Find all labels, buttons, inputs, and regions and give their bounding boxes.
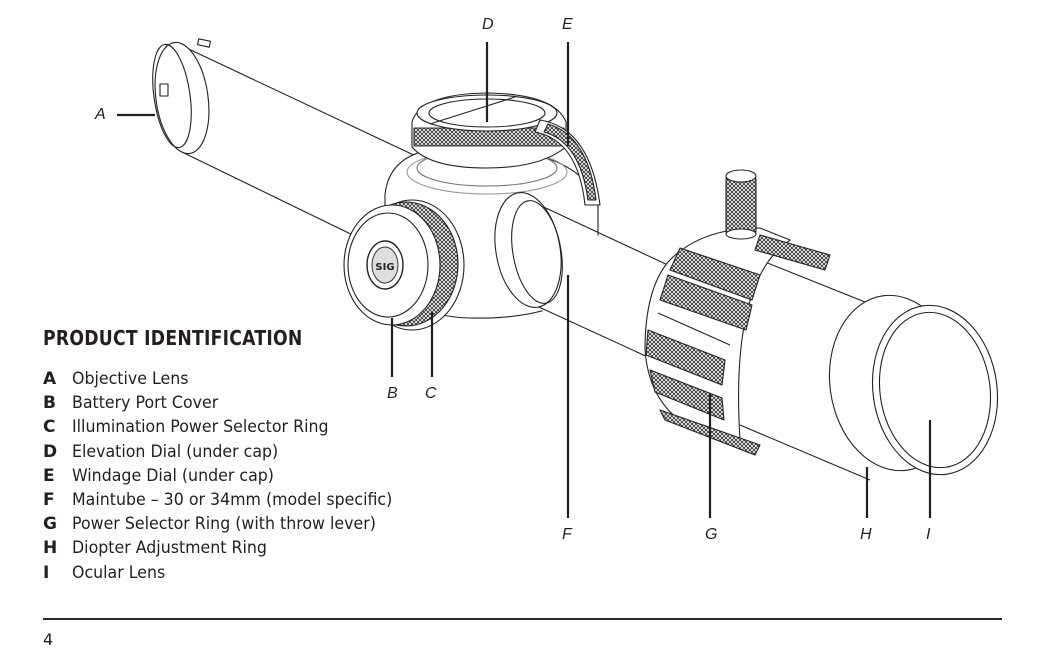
legend-key: D <box>43 441 58 462</box>
callout-e: E <box>562 16 573 33</box>
legend-item: B Battery Port Cover <box>43 391 416 415</box>
callout-h: H <box>860 526 872 543</box>
legend-item: F Maintube – 30 or 34mm (model specific) <box>43 488 416 512</box>
legend-label: Objective Lens <box>72 369 189 390</box>
legend-label: Ocular Lens <box>72 562 166 583</box>
legend-key: F <box>43 490 55 511</box>
footer-divider <box>43 618 1002 620</box>
legend-label: Elevation Dial (under cap) <box>72 441 279 462</box>
callout-f: F <box>562 526 572 543</box>
legend-label: Windage Dial (under cap) <box>72 465 274 486</box>
legend-item: H Diopter Adjustment Ring <box>43 536 416 560</box>
callout-b: B <box>387 385 398 402</box>
callout-i: I <box>926 526 931 543</box>
legend-item: D Elevation Dial (under cap) <box>43 440 416 464</box>
legend-label: Illumination Power Selector Ring <box>72 417 329 438</box>
legend-label: Power Selector Ring (with throw lever) <box>72 514 376 535</box>
legend-key: B <box>43 393 56 414</box>
legend-key: H <box>43 538 58 559</box>
parts-legend: A Objective Lens B Battery Port Cover C Ill… <box>43 367 416 585</box>
legend-item: C Illumination Power Selector Ring <box>43 415 416 439</box>
callout-a: A <box>95 106 106 123</box>
illumination-knob: SIG <box>343 199 465 331</box>
legend-item: A Objective Lens <box>43 367 416 391</box>
legend-key: A <box>43 369 57 390</box>
legend-key: C <box>43 417 56 438</box>
callout-c: C <box>425 385 437 402</box>
sig-logo: SIG <box>375 262 394 273</box>
legend-label: Battery Port Cover <box>72 393 219 414</box>
legend-key: E <box>43 465 55 486</box>
legend-item: E Windage Dial (under cap) <box>43 464 416 488</box>
objective-tube <box>152 38 421 260</box>
legend-label: Diopter Adjustment Ring <box>72 538 267 559</box>
section-title: PRODUCT IDENTIFICATION <box>43 326 303 350</box>
diopter-ring <box>828 294 999 476</box>
legend-item: I Ocular Lens <box>43 561 416 585</box>
callout-g: G <box>705 526 718 543</box>
page-number: 4 <box>43 630 54 649</box>
legend-item: G Power Selector Ring (with throw lever) <box>43 512 416 536</box>
legend-key: G <box>43 514 57 535</box>
throw-lever <box>725 169 757 240</box>
callout-d: D <box>482 16 494 33</box>
legend-key: I <box>43 562 50 583</box>
legend-label: Maintube – 30 or 34mm (model specific) <box>72 490 393 511</box>
